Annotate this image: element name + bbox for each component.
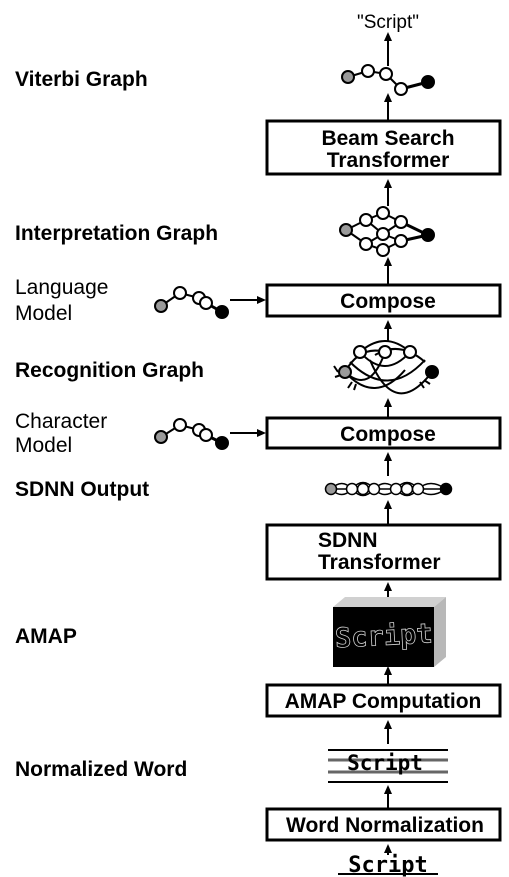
sdnn-line1: SDNN xyxy=(318,529,378,552)
start-node xyxy=(154,299,168,313)
label-language-model-line2: Model xyxy=(15,302,72,325)
interpretation-graph xyxy=(339,206,435,257)
end-node xyxy=(215,305,229,319)
graph-node xyxy=(378,345,392,359)
compose-character-label: Compose xyxy=(340,423,436,446)
language-model-graph xyxy=(154,286,229,319)
normalized-word-image: Script xyxy=(328,749,448,783)
normalized-word-text: Script xyxy=(347,751,423,775)
end-node xyxy=(421,75,435,89)
graph-node xyxy=(379,67,393,81)
graph-node xyxy=(394,215,408,229)
label-normalized-word: Normalized Word xyxy=(15,758,187,781)
beam-search-line1: Beam Search xyxy=(321,127,454,150)
label-amap: AMAP xyxy=(15,625,77,648)
recognition-graph xyxy=(333,340,439,395)
graph-node xyxy=(376,206,390,220)
label-sdnn-output: SDNN Output xyxy=(15,478,149,501)
graph-node xyxy=(376,227,390,241)
start-node xyxy=(338,365,352,379)
graph-node xyxy=(376,243,390,257)
word-normalization-label: Word Normalization xyxy=(286,814,484,837)
graph-node xyxy=(345,482,359,496)
label-character-model-line1: Character xyxy=(15,410,107,433)
beam-search-transformer-box xyxy=(265,119,502,176)
graph-node xyxy=(400,482,414,496)
label-language-model-line1: Language xyxy=(15,276,108,299)
graph-node xyxy=(361,64,375,78)
graph-node xyxy=(353,345,367,359)
amap-image: Script xyxy=(333,597,446,667)
label-interpretation-graph: Interpretation Graph xyxy=(15,222,218,245)
end-node xyxy=(439,482,453,496)
label-viterbi-graph: Viterbi Graph xyxy=(15,68,148,91)
label-character-model-line2: Model xyxy=(15,434,72,457)
start-node xyxy=(341,70,355,84)
graph-node xyxy=(199,296,213,310)
compose-language-box xyxy=(265,283,502,318)
start-node xyxy=(154,430,168,444)
graph-node xyxy=(394,234,408,248)
graph-node xyxy=(359,237,373,251)
word-normalization-box xyxy=(265,807,502,842)
graph-node xyxy=(356,482,370,496)
graph-node xyxy=(394,82,408,96)
compose-language-label: Compose xyxy=(340,290,436,313)
graph-node xyxy=(359,213,373,227)
compose-character-box xyxy=(265,416,502,450)
graph-node xyxy=(199,428,213,442)
graph-node xyxy=(389,482,403,496)
sdnn-output-graph xyxy=(324,481,453,497)
start-node xyxy=(339,223,353,237)
graph-node xyxy=(403,345,417,359)
end-node xyxy=(215,436,229,450)
character-model-graph xyxy=(154,418,229,450)
beam-search-line2: Transformer xyxy=(327,149,450,172)
end-node xyxy=(425,365,439,379)
graph-node xyxy=(173,286,187,300)
sdnn-line2: Transformer xyxy=(318,551,441,574)
graph-node xyxy=(173,418,187,432)
amap-computation-box xyxy=(265,683,502,718)
label-recognition-graph: Recognition Graph xyxy=(15,359,204,382)
graph-node xyxy=(411,482,425,496)
sdnn-transformer-box xyxy=(265,523,502,581)
amap-word-image: Script xyxy=(334,618,433,654)
end-node xyxy=(421,228,435,242)
output-text: "Script" xyxy=(357,12,419,33)
amap-computation-label: AMAP Computation xyxy=(285,690,482,713)
graph-node xyxy=(367,482,381,496)
viterbi-graph xyxy=(341,64,435,96)
amap-feature-map xyxy=(333,607,434,667)
start-node xyxy=(324,482,338,496)
